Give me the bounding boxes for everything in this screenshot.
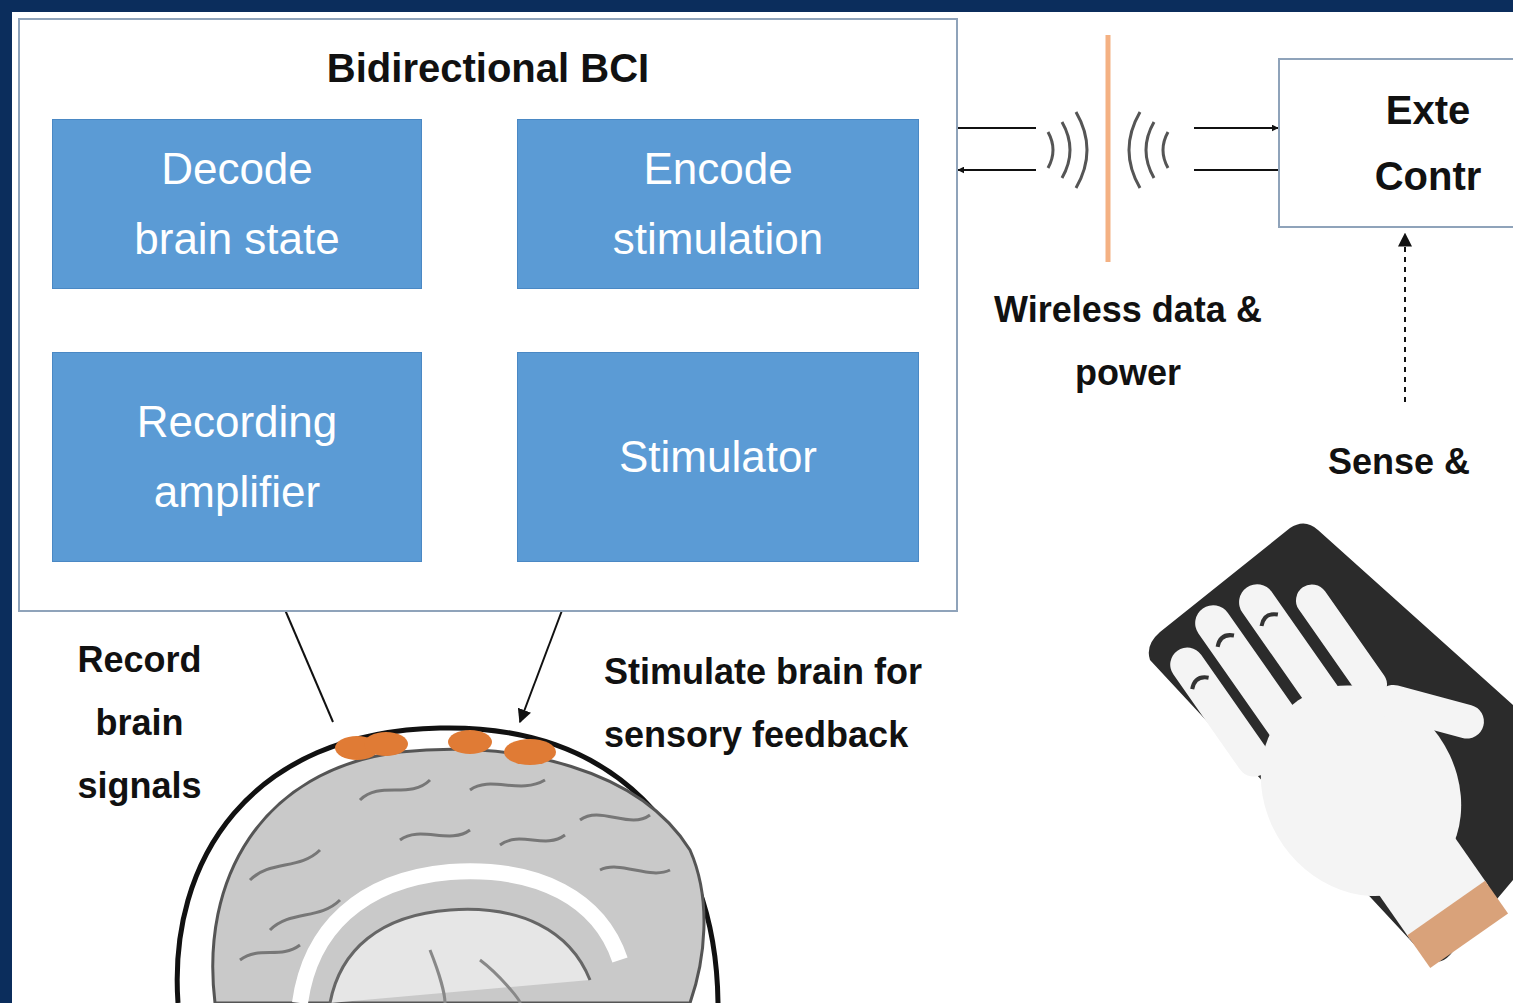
wireless-symbol <box>1036 35 1194 262</box>
box-text: Exte Contr <box>1353 77 1503 209</box>
record-label: Record brain signals <box>52 628 227 817</box>
process-box: Stimulator <box>517 352 919 562</box>
bci-panel: Bidirectional BCI Decode brain state Encod… <box>18 18 958 612</box>
box-text: Recording amplifier <box>72 387 402 527</box>
process-box: Encode stimulation <box>517 119 919 289</box>
label-text: Stimulate brain for sensory feedback <box>604 651 922 755</box>
label-text: Record brain signals <box>77 639 201 806</box>
box-text: Stimulator <box>619 422 817 492</box>
sense-arrow <box>1404 234 1406 402</box>
label-text: Sense & <box>1328 441 1470 482</box>
box-text: Decode brain state <box>112 134 362 274</box>
box-text: Encode stimulation <box>568 134 868 274</box>
controller-box: Exte Contr <box>1278 58 1513 228</box>
sense-label: Sense & <box>1328 430 1508 493</box>
stimulate-label: Stimulate brain for sensory feedback <box>604 640 1044 766</box>
glove-illustration <box>1146 508 1513 997</box>
brain-illustration <box>177 728 718 1003</box>
link-label: Wireless data & power <box>978 278 1278 404</box>
label-text: Wireless data & power <box>994 289 1262 393</box>
process-box: Recording amplifier <box>52 352 422 562</box>
panel-title: Bidirectional BCI <box>20 20 956 94</box>
process-box: Decode brain state <box>52 119 422 289</box>
